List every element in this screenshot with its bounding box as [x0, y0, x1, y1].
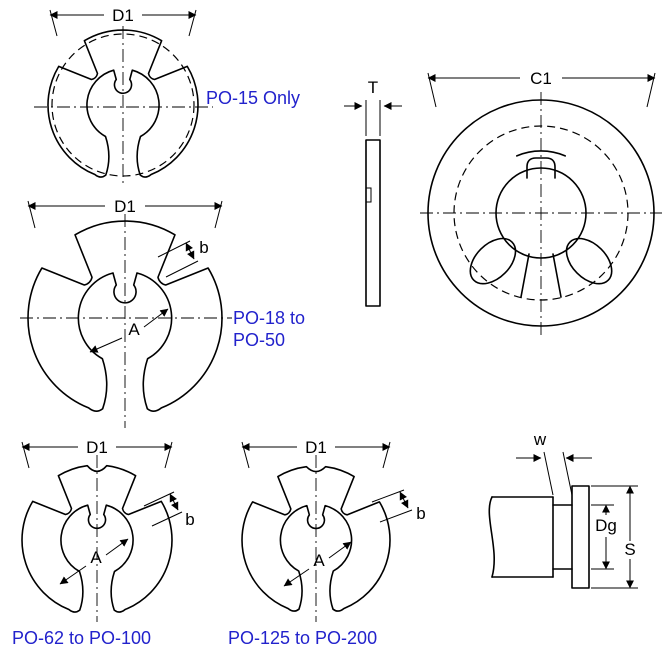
extension-line-left — [427, 72, 437, 108]
caption-po18-line1: PO-18 to — [233, 308, 305, 328]
extension-line-right — [188, 9, 197, 37]
extension-line-right — [164, 441, 173, 469]
clip-side-profile — [365, 139, 381, 307]
caption-po125: PO-125 to PO-200 — [228, 628, 377, 648]
extension-line-right — [646, 72, 656, 108]
dim-label-s: S — [624, 540, 635, 559]
dim-b-tick-1 — [371, 489, 405, 503]
extension-line-w-right — [562, 451, 573, 496]
clip-outline — [242, 467, 390, 611]
gap-edge-left — [520, 253, 530, 298]
dim-label-c1: C1 — [530, 69, 552, 88]
view-po18-50: D1 b A PO-18 to PO-50 — [20, 197, 305, 428]
shaft-break-line — [488, 496, 496, 578]
dim-b-tick-2 — [151, 511, 183, 527]
dim-label-b: b — [185, 510, 194, 529]
dim-a-leader-left — [89, 337, 123, 353]
dim-b-tick-2 — [379, 509, 413, 523]
view-thickness: T — [344, 78, 402, 307]
clip-outer-phantom-circle — [453, 125, 629, 301]
clip-in-groove — [571, 485, 590, 589]
dim-label-a: A — [313, 551, 325, 570]
dim-b-tick-1 — [143, 491, 175, 507]
dim-a-leader-right — [105, 538, 129, 556]
shaft-section-hatched — [495, 167, 587, 259]
dim-label-a: A — [128, 320, 140, 339]
dim-b-arrows — [185, 242, 195, 260]
dim-label-d1: D1 — [86, 438, 108, 457]
extension-line-right — [382, 441, 391, 469]
caption-po18-line2: PO-50 — [233, 330, 285, 350]
dim-label-d1: D1 — [305, 438, 327, 457]
side-notch — [366, 187, 372, 203]
dim-label-a: A — [90, 548, 102, 567]
right-lobe-cutout — [565, 237, 613, 285]
view-po15: D1 PO-15 Only — [34, 6, 300, 186]
dim-label-b: b — [416, 504, 425, 523]
top-lobe-arc — [516, 150, 566, 157]
dim-b-arrows — [399, 491, 409, 509]
clearance-circle — [427, 99, 655, 327]
left-lobe-cutout — [469, 237, 517, 285]
gap-edge-right — [552, 253, 562, 298]
view-installed-shaft: w Dg S — [488, 430, 638, 589]
dim-label-d1: D1 — [114, 197, 136, 216]
dim-label-w: w — [533, 430, 547, 449]
dim-b-tick-2 — [165, 260, 199, 278]
extension-line-w-left — [543, 451, 554, 496]
caption-po15: PO-15 Only — [206, 88, 300, 108]
dim-label-d1: D1 — [112, 6, 134, 25]
extension-line-left — [21, 441, 30, 469]
dim-b-arrows — [169, 493, 179, 511]
dim-a-leader-left — [59, 565, 87, 585]
phantom-circle — [51, 33, 195, 177]
dim-a-leader-left — [283, 568, 310, 587]
clip-outline — [28, 221, 222, 411]
dim-label-t: T — [368, 78, 378, 97]
dim-label-b: b — [199, 238, 208, 257]
dim-a-leader-right — [143, 308, 169, 328]
top-prong — [526, 157, 556, 179]
clip-outline — [48, 30, 198, 177]
extension-line-right — [214, 200, 223, 229]
clip-outline — [22, 466, 172, 612]
extension-line-left — [49, 9, 58, 37]
view-face: C1 — [420, 69, 662, 338]
view-po62-100: D1 b A PO-62 to PO-100 — [12, 438, 195, 648]
extension-line-left — [241, 441, 250, 469]
extension-line-left — [27, 200, 36, 229]
dim-a-leader-right — [328, 541, 352, 559]
dim-b-tick-1 — [157, 240, 191, 258]
caption-po62: PO-62 to PO-100 — [12, 628, 151, 648]
view-po125-200: D1 b A PO-125 to PO-200 — [228, 438, 426, 648]
dim-label-dg: Dg — [595, 516, 617, 535]
